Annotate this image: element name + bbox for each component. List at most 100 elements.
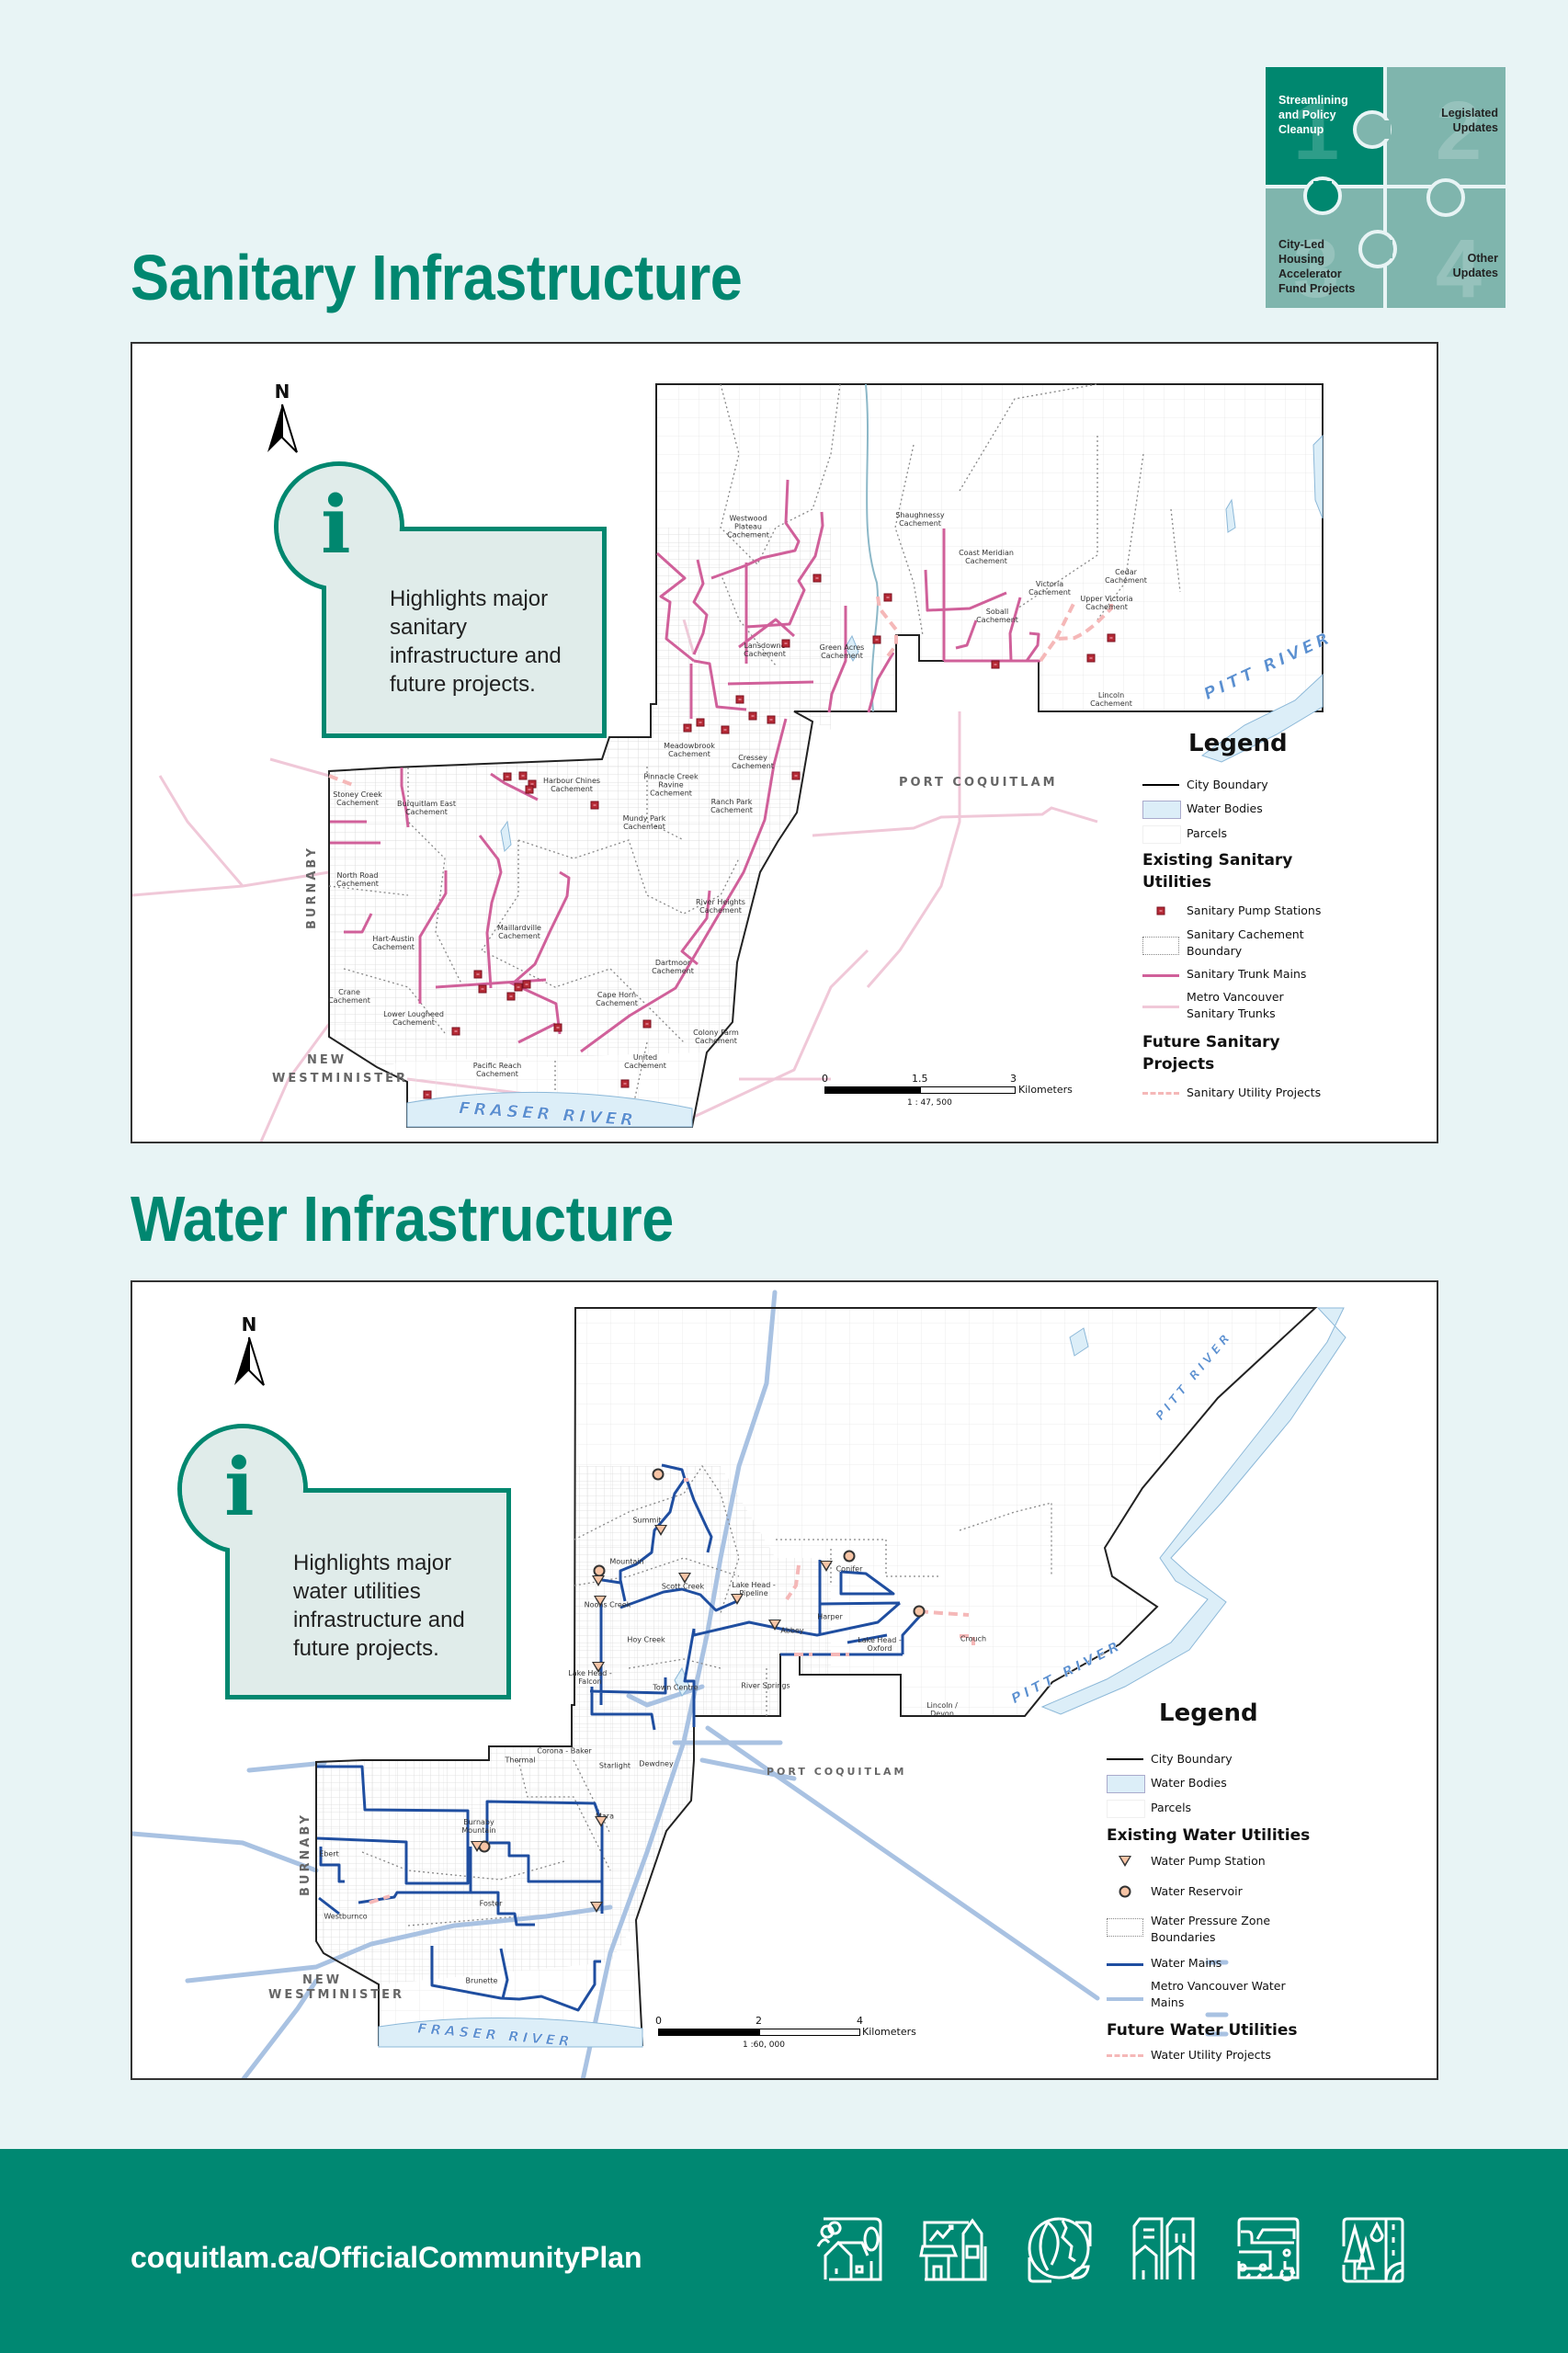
place-new-westminster-1: NEW — [302, 1973, 343, 1987]
pump-station-marker — [683, 723, 692, 733]
catchment-label: Upper Victoria Cachement — [1080, 595, 1133, 611]
pump-station-marker — [592, 1662, 605, 1673]
pump-station-marker — [812, 574, 822, 583]
scale-bar: 0 2 4 Kilometers 1 :60, 000 — [655, 2015, 916, 2061]
pump-station-icon — [1119, 1856, 1131, 1867]
pump-station-marker — [678, 1573, 691, 1584]
plan-phases-puzzle-badge: 1 2 3 4 Streamlining and Policy Cleanup … — [1266, 67, 1506, 315]
sanitary-section-title: Sanitary Infrastructure — [131, 242, 743, 313]
catchment-label: Lower Lougheed Cachement — [383, 1010, 444, 1027]
scale-tick: 4 — [857, 2015, 863, 2027]
pressure-zone-label: Scott Creek — [661, 1582, 705, 1591]
legend-metro-trunks: Metro Vancouver Sanitary Trunks — [1187, 990, 1284, 1020]
reservoir-marker — [652, 1468, 665, 1481]
city-boundary — [328, 383, 1324, 1128]
catchment-label: Soball Cachement — [976, 608, 1018, 624]
place-port-coquitlam: PORT COQUITLAM — [899, 776, 1058, 790]
parks-icon — [1342, 2217, 1404, 2283]
catchment-label: Cedar Cachement — [1105, 568, 1147, 585]
water-utility-projects — [369, 1478, 975, 1904]
scale-ratio: 1 :60, 000 — [743, 2040, 785, 2050]
legend-water-bodies: Water Bodies — [1187, 801, 1263, 815]
info-text: Highlights major sanitary infrastructure… — [390, 586, 562, 697]
catchment-label: Harbour Chines Cachement — [542, 777, 601, 793]
legend-existing-heading: Existing Sanitary Utilities — [1142, 851, 1293, 892]
pump-station-marker — [423, 1090, 432, 1099]
pump-station-marker — [1107, 633, 1116, 642]
catchment-label: River Heights Cachement — [696, 898, 745, 915]
north-label: N — [274, 381, 290, 403]
catchment-label: Meadowbrook Cachement — [664, 742, 715, 758]
pressure-zone-swatch — [1107, 1918, 1143, 1937]
environment-icon — [1028, 2217, 1092, 2283]
pump-station-marker — [748, 711, 757, 721]
pump-station-marker — [553, 1023, 562, 1032]
pump-station-marker — [478, 984, 487, 994]
pump-station-marker — [471, 1841, 483, 1852]
transportation-icon — [1237, 2217, 1300, 2281]
sanitary-legend: Legend City Boundary Water Bodies Parcel… — [1142, 730, 1363, 1116]
water-bodies-swatch — [1142, 801, 1181, 819]
sanitary-map-graphic — [132, 383, 1324, 1142]
scale-tick: 1.5 — [912, 1073, 928, 1085]
pump-station-marker — [781, 639, 790, 648]
pump-station-marker — [592, 1575, 605, 1586]
info-icon: i — [224, 1441, 255, 1534]
legend-title: Legend — [1188, 730, 1288, 757]
catchment-label: North Road Cachement — [336, 871, 379, 888]
catchment-label: Crane Cachement — [328, 988, 370, 1005]
piece-number-3: 3 — [1293, 223, 1339, 308]
catchment-label: Maillardville Cachement — [497, 924, 541, 940]
sanitary-map: N i Highlights major sanitary infrastruc… — [131, 342, 1438, 1143]
pressure-zone-label: Lake Head - Falcon — [568, 1669, 612, 1686]
water-map-graphic — [132, 1290, 1346, 2078]
pressure-zone-label: Crouch — [960, 1634, 987, 1643]
catchment-label: Colony Farm Cachement — [693, 1029, 739, 1045]
pressure-zone-label: Harper — [817, 1612, 843, 1621]
pressure-zone-label: Foster — [479, 1899, 503, 1908]
water-bodies — [378, 1307, 1346, 2048]
community-housing-icon — [816, 2217, 882, 2281]
pump-station-marker — [590, 1902, 603, 1913]
pump-station-marker — [731, 1594, 744, 1605]
legend-water-bodies: Water Bodies — [1151, 1776, 1227, 1790]
piece-label-1: Streamlining and Policy Cleanup — [1278, 94, 1348, 136]
pressure-zone-label: Conifer — [835, 1564, 863, 1574]
catchment-label: Burquitlam East Cachement — [397, 800, 456, 816]
reservoir-marker — [913, 1605, 926, 1618]
legend-pump-station: Water Pump Station — [1151, 1854, 1266, 1868]
pressure-zone-label: Burnaby Mountain — [461, 1818, 496, 1835]
utility-projects-swatch — [1142, 1092, 1179, 1095]
pump-station-marker — [506, 992, 516, 1001]
scale-ratio: 1 : 47, 500 — [907, 1098, 952, 1108]
puzzle-graphic: 1 2 3 4 — [1266, 67, 1506, 315]
piece-number-4: 4 — [1436, 223, 1482, 308]
info-icon: i — [321, 479, 351, 572]
catchment-label: Coast Meridian Cachement — [959, 549, 1014, 565]
parcels-swatch — [1142, 825, 1181, 844]
catchment-label: Lansdowne Cachement — [744, 642, 786, 658]
legend-utility-projects: Water Utility Projects — [1151, 2048, 1271, 2062]
pressure-zone-label: River Springs — [741, 1681, 790, 1690]
place-new-westminster-2: WESTMINISTER — [272, 1072, 409, 1086]
legend-city-boundary: City Boundary — [1151, 1752, 1233, 1766]
water-map: N i Highlights major water utilities inf… — [131, 1280, 1438, 2080]
pump-station-marker — [451, 1027, 460, 1036]
water-bodies — [406, 434, 1324, 1128]
scale-tick: 3 — [1010, 1073, 1017, 1085]
legend-city-boundary: City Boundary — [1187, 778, 1268, 791]
city-boundary — [315, 1307, 1318, 2046]
pressure-zone-label: Westburnco — [324, 1912, 368, 1921]
pump-station-marker — [735, 695, 744, 704]
economy-icon — [919, 2218, 987, 2281]
metro-mains-swatch — [1107, 1997, 1143, 2001]
reservoir-icon — [1119, 1885, 1131, 1898]
trunk-mains-swatch — [1142, 974, 1179, 977]
pump-station-marker — [721, 725, 730, 734]
pump-station-marker — [514, 983, 523, 992]
catchment-label: Pinnacle Creek Ravine Cachement — [643, 772, 699, 798]
place-new-westminster-1: NEW — [307, 1053, 347, 1067]
reservoir-marker — [843, 1550, 856, 1563]
legend-pump-stations: Sanitary Pump Stations — [1187, 904, 1322, 917]
ocp-website-link[interactable]: coquitlam.ca/OfficialCommunityPlan — [131, 2241, 642, 2274]
